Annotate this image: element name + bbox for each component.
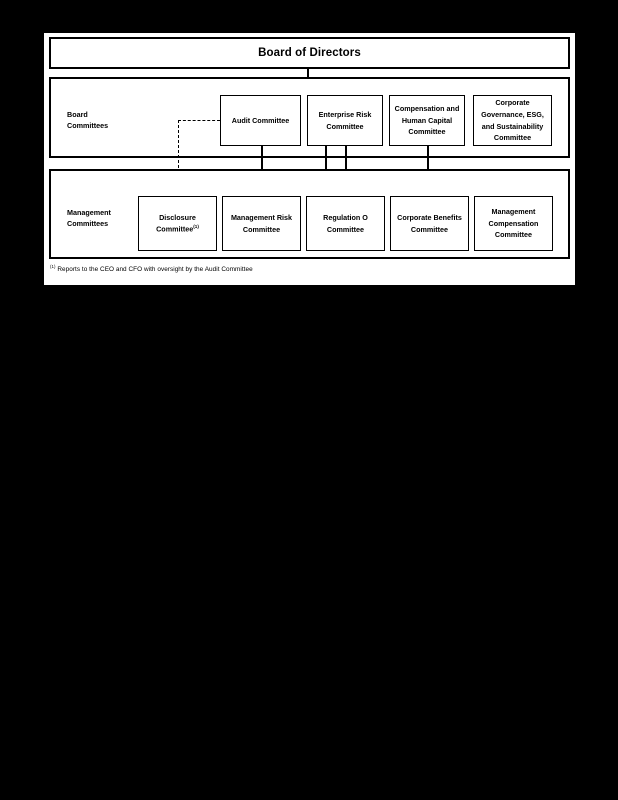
connector-dashed-audit-to-disclosure-horizontal	[178, 120, 220, 121]
node-enterprise-risk-committee[interactable]: Enterprise Risk Committee	[307, 95, 383, 146]
connector-dashed-audit-to-disclosure-vertical-upper	[178, 120, 179, 178]
node-audit-committee-label: Audit Committee	[231, 115, 290, 125]
node-disclosure-committee-footnote-marker: (1)	[193, 224, 199, 230]
node-compensation-human-capital-committee[interactable]: Compensation and Human Capital Committee	[389, 95, 465, 146]
connector-enterprise-risk-down-upper	[325, 146, 327, 169]
connector-audit-down-upper	[261, 146, 263, 169]
footnote-text: Reports to the CEO and CFO with oversigh…	[57, 266, 253, 274]
connector-compensation-down-upper	[427, 146, 429, 169]
node-regulation-o-committee-label: Regulation O Committee	[323, 212, 368, 234]
node-corporate-governance-committee-label: Corporate Governance, ESG, and Sustainab…	[481, 98, 544, 143]
footnote-marker: (1)	[50, 264, 56, 269]
board-committees-label: Board Committees	[67, 110, 109, 131]
node-corporate-governance-committee[interactable]: Corporate Governance, ESG, and Sustainab…	[473, 95, 552, 146]
node-management-compensation-committee[interactable]: Management Compensation Committee	[474, 196, 553, 251]
board-of-directors-title: Board of Directors	[258, 47, 361, 59]
node-management-risk-committee[interactable]: Management Risk Committee	[222, 196, 301, 251]
footnote: (1) Reports to the CEO and CFO with over…	[50, 264, 253, 273]
node-corporate-benefits-committee[interactable]: Corporate Benefits Committee	[390, 196, 469, 251]
org-chart-document: Board of Directors Board Committees Audi…	[44, 33, 575, 285]
node-disclosure-committee[interactable]: Disclosure Committee(1)	[138, 196, 217, 251]
connector-bod-stem-upper	[307, 69, 309, 77]
node-compensation-human-capital-committee-label: Compensation and Human Capital Committee	[394, 104, 460, 137]
connector-enterprise-risk-to-regulation-o-upper	[345, 146, 347, 169]
node-management-risk-committee-label: Management Risk Committee	[230, 212, 293, 234]
node-disclosure-committee-label: Disclosure Committee(1)	[156, 212, 199, 234]
management-committees-label: Management Committees	[67, 208, 111, 229]
board-of-directors-box: Board of Directors	[49, 37, 570, 69]
node-enterprise-risk-committee-label: Enterprise Risk Committee	[318, 109, 372, 131]
node-management-compensation-committee-label: Management Compensation Committee	[488, 207, 539, 240]
node-audit-committee[interactable]: Audit Committee	[220, 95, 301, 146]
node-corporate-benefits-committee-label: Corporate Benefits Committee	[397, 212, 462, 234]
node-regulation-o-committee[interactable]: Regulation O Committee	[306, 196, 385, 251]
